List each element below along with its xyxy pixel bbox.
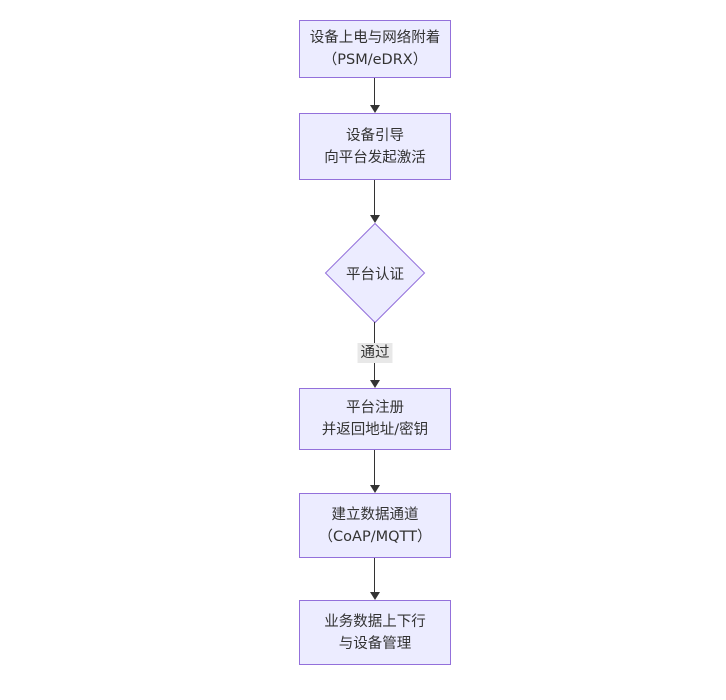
node-device-bootstrap: 设备引导 向平台发起激活	[299, 113, 451, 180]
node-platform-register: 平台注册 并返回地址/密钥	[299, 388, 451, 450]
node-text-line: 建立数据通道	[331, 506, 419, 523]
node-text-line: （CoAP/MQTT）	[318, 528, 432, 545]
arrowhead-icon	[370, 485, 380, 493]
node-business-data: 业务数据上下行 与设备管理	[299, 600, 451, 665]
arrowhead-icon	[370, 215, 380, 223]
node-text-line: 设备引导	[346, 127, 404, 144]
node-data-channel: 建立数据通道 （CoAP/MQTT）	[299, 493, 451, 558]
arrow-line-5	[374, 558, 375, 593]
arrowhead-icon	[370, 380, 380, 388]
arrowhead-icon	[370, 592, 380, 600]
decision-platform-auth: 平台认证	[324, 222, 426, 324]
decision-label: 平台认证	[346, 266, 404, 283]
node-power-network-attach: 设备上电与网络附着 （PSM/eDRX）	[299, 20, 451, 78]
arrowhead-icon	[370, 105, 380, 113]
node-text-line: 向平台发起激活	[324, 149, 426, 166]
node-text-line: 业务数据上下行	[324, 613, 426, 630]
node-text-line: 平台注册	[346, 400, 404, 416]
edge-label-pass: 通过	[357, 343, 393, 363]
node-text-line: （PSM/eDRX）	[322, 52, 428, 68]
arrow-line-2	[374, 180, 375, 216]
node-text-line: 与设备管理	[338, 635, 412, 652]
node-text-line: 并返回地址/密钥	[321, 422, 429, 438]
arrow-line-4	[374, 450, 375, 486]
node-text-line: 设备上电与网络附着	[309, 30, 441, 46]
arrow-line-1	[374, 78, 375, 106]
